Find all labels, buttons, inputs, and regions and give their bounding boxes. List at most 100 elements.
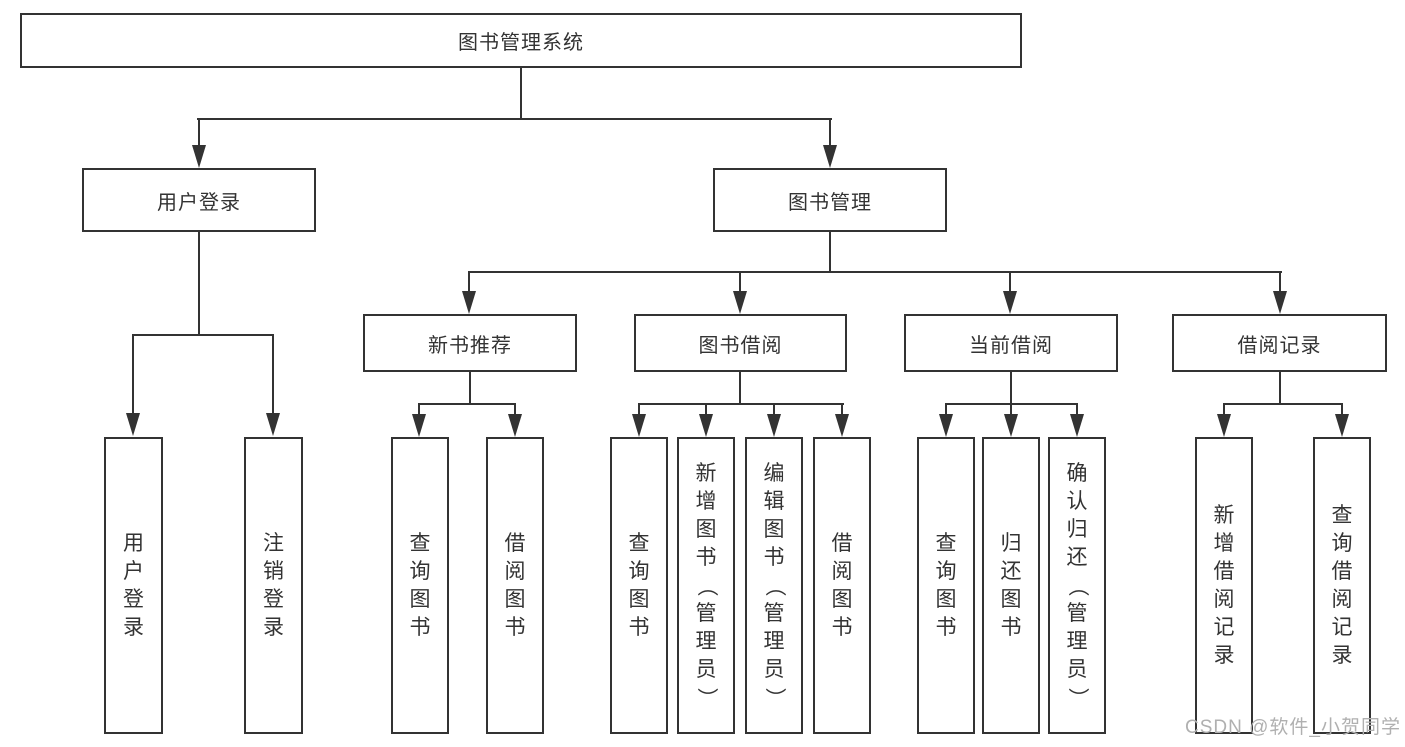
leaf-label-char: 录 xyxy=(1331,643,1353,667)
arrow-down-icon xyxy=(1217,414,1231,437)
arrow-down-icon xyxy=(699,414,713,437)
connector-stub-leaf xyxy=(132,334,134,414)
leaf-borrow-books-recommendation: 借阅图书 xyxy=(486,437,544,734)
leaf-label-char: 阅 xyxy=(504,559,526,583)
connector-stub-book-management xyxy=(829,118,831,146)
leaf-label-char: （ xyxy=(695,575,718,596)
arrow-down-icon xyxy=(126,413,140,436)
connector-borrowing-hbar xyxy=(638,403,844,405)
leaf-add-borrow-record: 新增借阅记录 xyxy=(1195,437,1253,734)
connector-current-drop xyxy=(1010,372,1012,405)
connector-stub-level3 xyxy=(468,271,470,292)
leaf-label-char: 阅 xyxy=(1213,587,1235,611)
node-label: 新书推荐 xyxy=(428,334,512,357)
leaf-label-char: 录 xyxy=(263,615,284,639)
arrow-down-icon xyxy=(1273,291,1287,314)
leaf-label-char: 新 xyxy=(1213,503,1235,527)
node-book-borrowing: 图书借阅 xyxy=(634,314,847,372)
arrow-down-icon xyxy=(412,414,426,437)
leaf-label-char: 询 xyxy=(409,559,431,583)
connector-stub-level3 xyxy=(739,271,741,292)
leaf-add-books-admin: 新增图书（管理员） xyxy=(677,437,735,734)
node-library-management-system: 图书管理系统 xyxy=(20,13,1022,68)
connector-stub-level3 xyxy=(1009,271,1011,292)
leaf-label-char: 询 xyxy=(1331,531,1353,555)
leaf-label-char: 书 xyxy=(935,615,957,639)
leaf-label-char: 书 xyxy=(1000,615,1022,639)
leaf-label-char: 图 xyxy=(935,587,957,611)
arrow-down-icon xyxy=(632,414,646,437)
connector-stub-user-login xyxy=(198,118,200,146)
connector-borrowing-drop xyxy=(739,372,741,405)
node-new-book-recommendation: 新书推荐 xyxy=(363,314,577,372)
arrow-down-icon xyxy=(767,414,781,437)
leaf-return-books: 归还图书 xyxy=(982,437,1040,734)
connector-stub-leaf xyxy=(945,403,947,415)
leaf-label-char: 图 xyxy=(628,587,650,611)
connector-user-login-drop xyxy=(198,232,200,336)
leaf-label-char: 记 xyxy=(1331,615,1353,639)
leaf-label-char: 增 xyxy=(695,489,717,513)
leaf-label-char: 书 xyxy=(628,615,650,639)
leaf-label-char: （ xyxy=(1066,575,1089,596)
leaf-query-books-borrowing: 查询图书 xyxy=(610,437,668,734)
leaf-label-char: 增 xyxy=(1213,531,1235,555)
leaf-query-books-recommendation: 查询图书 xyxy=(391,437,449,734)
connector-root-drop xyxy=(520,68,522,119)
leaf-edit-books-admin: 编辑图书（管理员） xyxy=(745,437,803,734)
connector-stub-leaf xyxy=(705,403,707,415)
leaf-query-books-current: 查询图书 xyxy=(917,437,975,734)
leaf-label-char: ） xyxy=(1066,687,1089,708)
leaf-label-char: 户 xyxy=(123,559,144,583)
leaf-label-char: 归 xyxy=(1066,517,1088,541)
arrow-down-icon xyxy=(1004,414,1018,437)
leaf-label-char: 图 xyxy=(695,517,717,541)
node-label: 当前借阅 xyxy=(969,334,1053,357)
connector-book-management-hbar xyxy=(468,271,1282,273)
leaf-label-char: 书 xyxy=(763,545,785,569)
connector-stub-leaf xyxy=(272,334,274,414)
node-book-management: 图书管理 xyxy=(713,168,947,232)
leaf-label-char: 查 xyxy=(409,531,431,555)
leaf-label-char: 登 xyxy=(263,587,284,611)
connector-root-hbar xyxy=(197,118,832,120)
arrow-down-icon xyxy=(823,145,837,168)
leaf-label-char: ） xyxy=(763,687,786,708)
leaf-label-char: 员 xyxy=(695,657,717,681)
arrow-down-icon xyxy=(733,291,747,314)
node-label: 借阅记录 xyxy=(1237,334,1322,357)
arrow-down-icon xyxy=(1335,414,1349,437)
arrow-down-icon xyxy=(1070,414,1084,437)
leaf-label-char: 记 xyxy=(1213,615,1235,639)
leaf-label-char: 登 xyxy=(123,587,144,611)
leaf-label-char: 查 xyxy=(628,531,650,555)
leaf-label-char: 图 xyxy=(409,587,431,611)
connector-records-drop xyxy=(1279,372,1281,405)
node-user-login: 用户登录 xyxy=(82,168,316,232)
connector-stub-leaf xyxy=(514,403,516,415)
leaf-label-char: 借 xyxy=(1213,559,1235,583)
arrow-down-icon xyxy=(462,291,476,314)
connector-recommendation-hbar xyxy=(418,403,516,405)
leaf-label-char: 书 xyxy=(831,615,853,639)
arrow-down-icon xyxy=(1003,291,1017,314)
connector-stub-leaf xyxy=(1010,403,1012,415)
leaf-label-char: 书 xyxy=(409,615,431,639)
leaf-label-char: 询 xyxy=(628,559,650,583)
connector-stub-leaf xyxy=(841,403,843,415)
leaf-logout: 注销登录 xyxy=(244,437,303,734)
leaf-label-char: 图 xyxy=(831,587,853,611)
leaf-label-char: 借 xyxy=(1331,559,1353,583)
leaf-label-char: 管 xyxy=(1066,601,1088,625)
node-label: 图书借阅 xyxy=(698,334,783,357)
connector-recommendation-drop xyxy=(469,372,471,405)
node-label: 用户登录 xyxy=(157,191,241,214)
leaf-user-login: 用户登录 xyxy=(104,437,163,734)
leaf-label-char: 辑 xyxy=(763,489,785,513)
node-current-borrowing: 当前借阅 xyxy=(904,314,1118,372)
node-label: 图书管理 xyxy=(788,191,872,214)
node-borrowing-records: 借阅记录 xyxy=(1172,314,1387,372)
leaf-label-char: 阅 xyxy=(1331,587,1353,611)
leaf-label-char: 还 xyxy=(1066,545,1088,569)
arrow-down-icon xyxy=(835,414,849,437)
